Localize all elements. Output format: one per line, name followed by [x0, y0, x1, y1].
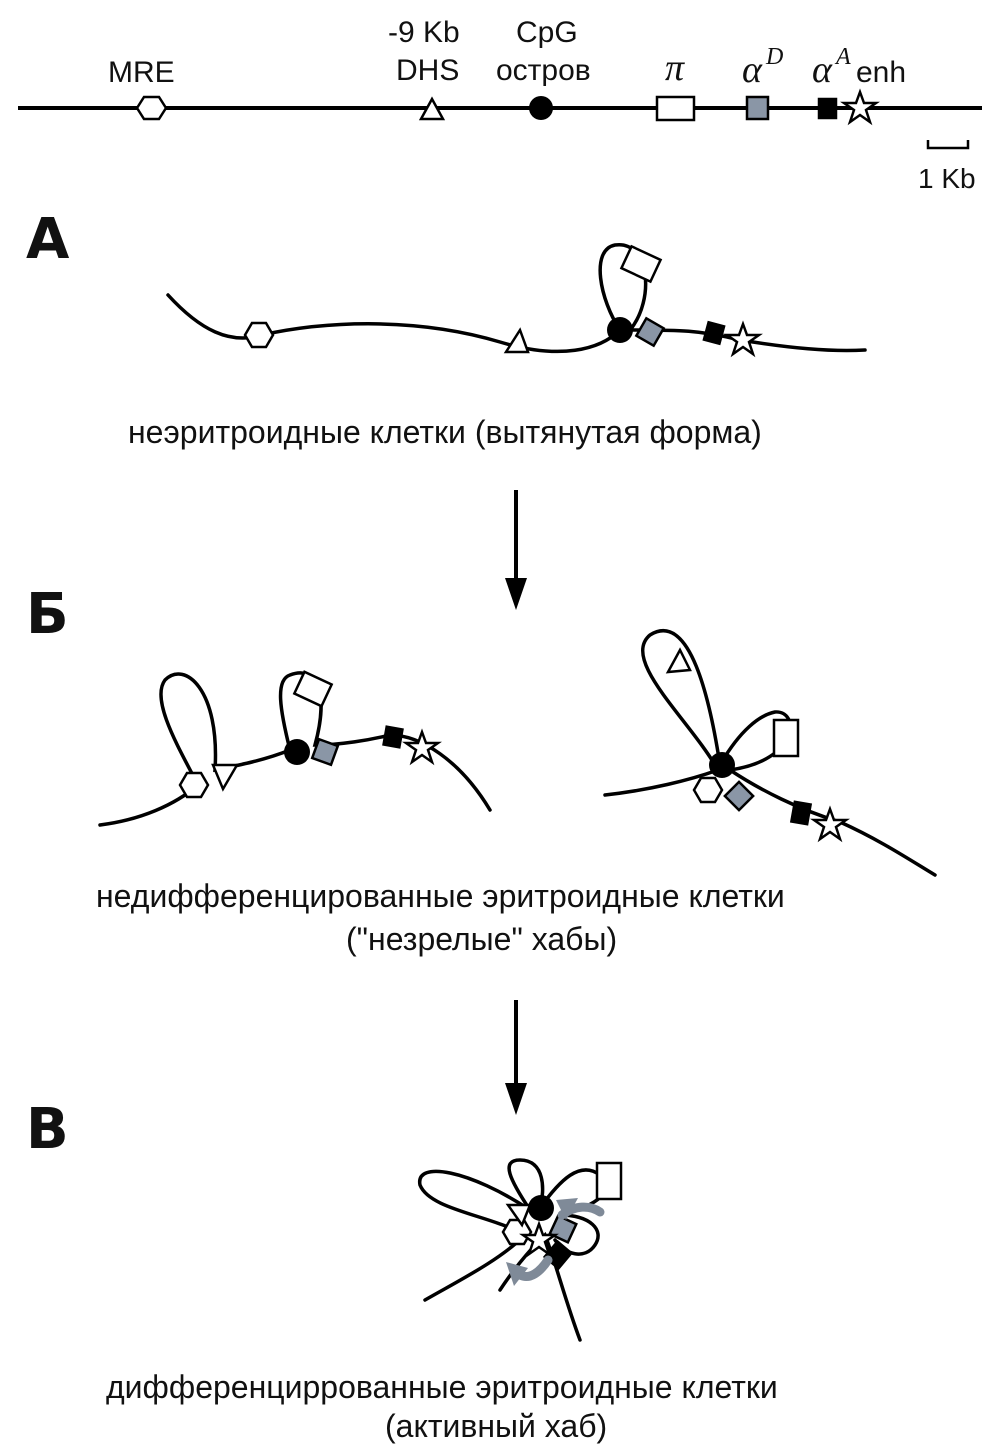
panel-b-left-alpha-a-box-icon	[384, 727, 403, 748]
alpha-a-box-icon	[819, 99, 836, 118]
panel-a-alpha-d-box-icon	[636, 318, 663, 345]
panel-c-hexagon-icon	[503, 1220, 531, 1244]
panel-c: В дифференцирров­анные эритроидные клетк…	[26, 1097, 778, 1444]
alpha-a-sup: A	[834, 44, 851, 70]
pi-label: π	[665, 47, 685, 89]
panel-b-right-triangle-icon	[668, 650, 690, 672]
alpha-a-enh-label: enh	[856, 56, 906, 89]
panel-a-alpha-a-box-icon	[704, 322, 724, 344]
panel-b-right-alpha-d-box-icon	[725, 782, 753, 810]
panel-b-caption-line1: недифференцированные эритроидные клетки	[96, 878, 785, 914]
pi-box-icon	[657, 97, 694, 120]
panel-c-pi-box-icon	[597, 1163, 621, 1199]
cpg-circle-icon	[529, 96, 553, 120]
panel-b-right-cpg-icon	[709, 752, 735, 778]
panel-b-right-strand	[605, 631, 935, 875]
panel-b-right-pi-box-icon	[774, 720, 798, 756]
panel-b-right-alpha-a-box-icon	[791, 802, 810, 824]
panel-b-left-triangle-icon	[213, 765, 237, 789]
panel-c-letter: В	[26, 1097, 69, 1162]
panel-a-pi-box-icon	[621, 246, 660, 281]
dhs-label-line1: -9 Kb	[388, 16, 460, 49]
panel-a-triangle-icon	[506, 330, 528, 352]
mre-hexagon-icon	[137, 97, 166, 119]
panel-b-left-pi-box-icon	[294, 672, 331, 706]
dhs-label-line2: DHS	[396, 54, 459, 87]
panel-a-star-icon	[727, 324, 759, 354]
panel-c-cpg-icon	[528, 1195, 554, 1221]
panel-b-right-hexagon-icon	[694, 778, 722, 802]
scale-label: 1 Kb	[918, 163, 976, 194]
transition-arrow-2	[505, 1000, 527, 1115]
panel-a-letter: А	[26, 207, 70, 272]
mre-label: MRE	[108, 56, 175, 89]
panel-b-letter: Б	[26, 582, 69, 647]
cpg-label-line1: CpG	[516, 16, 578, 49]
alpha-a-label: α	[812, 49, 833, 91]
panel-a-hexagon-icon	[245, 323, 273, 347]
alpha-d-sup: D	[765, 44, 783, 70]
cpg-label-line2: остров	[496, 54, 591, 87]
panel-c-caption-line1: дифференцирров­анные эритроидные клетки	[106, 1369, 778, 1405]
panel-a: А неэритроидные клетки (вытянутая форма)	[26, 207, 865, 450]
panel-a-cpg-icon	[607, 317, 633, 343]
locus-map: MRE -9 Kb DHS CpG остров π α D α A enh 1…	[18, 16, 982, 194]
transition-arrow-1	[505, 490, 527, 610]
panel-b-left-cpg-icon	[284, 739, 310, 765]
alpha-d-label: α	[742, 49, 763, 91]
panel-b: Б недифференцированные эритроидные клетк…	[26, 582, 935, 957]
panel-b-left-star-icon	[406, 732, 438, 762]
enh-star-icon	[844, 92, 876, 122]
panel-b-caption-line2: ("незрелые" хабы)	[346, 921, 617, 957]
panel-c-caption-line2: (активный хаб)	[385, 1408, 607, 1444]
alpha-d-box-icon	[747, 97, 768, 119]
panel-a-caption: неэритроидные клетки (вытянутая форма)	[128, 414, 762, 450]
scale-bar	[928, 140, 968, 148]
panel-b-left-hexagon-icon	[180, 773, 208, 797]
panel-c-alpha-d-box-icon	[550, 1216, 577, 1243]
